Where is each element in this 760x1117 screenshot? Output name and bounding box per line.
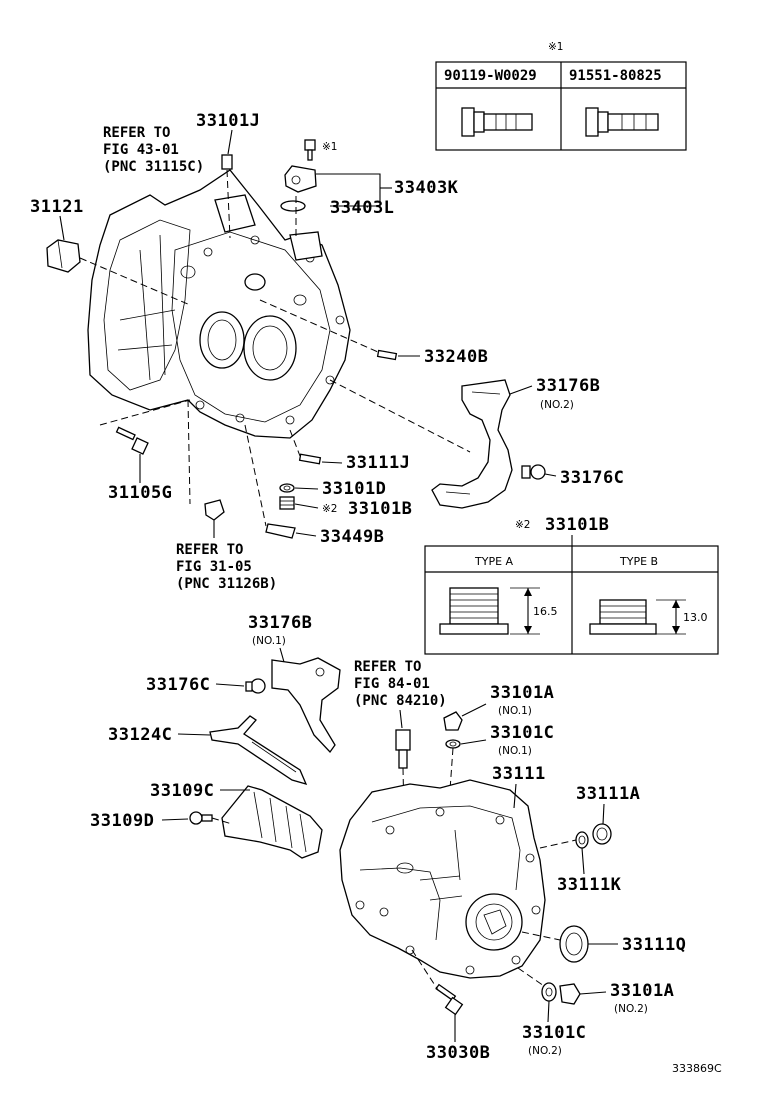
label-33101c-top: 33101C: [490, 723, 554, 743]
label-33101c-bot-sub: (NO.2): [528, 1045, 562, 1057]
label-33111j: 33111J: [346, 453, 410, 473]
drain-plug-table: ※2 33101B TYPE A TYPE B 16.5: [424, 515, 719, 655]
ref1-line1: REFER TO: [103, 125, 170, 141]
label-33030b: 33030B: [426, 1043, 490, 1063]
part-31121-icon: [46, 239, 191, 306]
label-33109c: 33109C: [150, 781, 214, 801]
label-33176b-mid-sub: (NO.1): [252, 635, 286, 647]
label-33109d: 33109D: [90, 811, 154, 831]
label-33101j: 33101J: [196, 111, 260, 131]
plug-type-a-icon: 16.5: [439, 587, 558, 635]
bracket-33176b-no2-icon: [329, 379, 513, 509]
label-33101d: 33101D: [322, 479, 386, 499]
reference-2: REFER TO FIG 31-05 (PNC 31126B): [176, 399, 277, 592]
type-a-label: TYPE A: [474, 555, 514, 568]
ref2-line2: FIG 31-05: [176, 559, 252, 575]
ref3-line1: REFER TO: [354, 659, 421, 675]
label-31121: 31121: [30, 197, 84, 217]
sensor-cover-icon: ※1: [280, 139, 337, 240]
bolt-table-col2: 91551-80825: [569, 68, 662, 84]
label-33449b: 33449B: [320, 527, 384, 547]
label-33111k: 33111K: [557, 875, 622, 895]
ref2-line1: REFER TO: [176, 542, 243, 558]
bolt-2-icon: [585, 107, 659, 137]
bolt-table: ※1 90119-W0029 91551-80825: [435, 41, 687, 151]
label-33101c-top-sub: (NO.1): [498, 745, 532, 757]
cover-33109c-icon: [221, 785, 323, 859]
label-33101a-bot-sub: (NO.2): [614, 1003, 648, 1015]
label-33101c-bot: 33101C: [522, 1023, 586, 1043]
plug-33101j-icon: [221, 154, 233, 239]
label-33176b-top-sub: (NO.2): [540, 399, 574, 411]
label-33176c-mid: 33176C: [146, 675, 210, 695]
pin-33111j-icon: [289, 429, 322, 465]
bolt-31105g-icon: [99, 399, 191, 455]
type-b-dimension: 13.0: [683, 611, 708, 624]
plug-33101a-top-icon: [443, 711, 463, 731]
reference-1: REFER TO FIG 43-01 (PNC 31115C): [103, 125, 204, 175]
oil-seal-33111q-icon: [521, 925, 589, 963]
bolt-33030b-icon: [411, 949, 464, 1016]
plug-33101d-icon: [279, 483, 295, 510]
drain-plug-mark: ※2: [515, 519, 530, 531]
plate-33449b-icon: [244, 424, 296, 539]
label-33101b: 33101B: [348, 499, 412, 519]
bolt-1-icon: [461, 107, 533, 137]
gasket-33101c-bot-icon: [517, 967, 557, 1002]
plug-33101a-bot-icon: [559, 983, 581, 1005]
drain-plug-table-title: 33101B: [545, 515, 609, 535]
label-33403l: 33403L: [330, 198, 394, 218]
bolt-table-col1: 90119-W0029: [444, 68, 537, 84]
seal-33111a-icon: [539, 823, 612, 849]
label-33176c-top: 33176C: [560, 468, 624, 488]
clutch-housing-drawing: [87, 169, 351, 439]
ref1-line2: FIG 43-01: [103, 142, 179, 158]
label-33101a-top: 33101A: [490, 683, 554, 703]
bolt-table-mark: ※1: [548, 41, 563, 53]
label-33124c: 33124C: [108, 725, 172, 745]
label-33111a: 33111A: [576, 784, 640, 804]
ref2-line3: (PNC 31126B): [176, 576, 277, 592]
gasket-33101c-top-icon: [445, 739, 461, 791]
label-33111q: 33111Q: [622, 935, 686, 955]
reference-3: REFER TO FIG 84-01 (PNC 84210): [354, 659, 447, 729]
label-33176b-mid: 33176B: [248, 613, 312, 633]
ref3-line2: FIG 84-01: [354, 676, 430, 692]
label-33111: 33111: [492, 764, 546, 784]
figure-code: 333869C: [672, 1062, 722, 1075]
plug-type-b-icon: 13.0: [589, 599, 708, 635]
label-33176b-top: 33176B: [536, 376, 600, 396]
pin-33240b-icon: [259, 299, 398, 361]
bolt-mark-1: ※1: [322, 141, 337, 153]
label-33101a-bot: 33101A: [610, 981, 674, 1001]
bolt-33176c-mid-icon: [245, 678, 266, 694]
bolt-33109d-icon: [189, 811, 233, 825]
bolt-33176c-top-icon: [521, 464, 546, 480]
type-b-label: TYPE B: [619, 555, 658, 568]
type-a-dimension: 16.5: [533, 605, 558, 618]
label-33403k: 33403K: [394, 178, 459, 198]
ref3-line3: (PNC 84210): [354, 693, 447, 709]
drain-plug-mark-inline: ※2: [322, 503, 337, 515]
label-33240b: 33240B: [424, 347, 488, 367]
label-31105g: 31105G: [108, 483, 172, 503]
label-33101a-top-sub: (NO.1): [498, 705, 532, 717]
bracket-33176b-no1-icon: [271, 657, 341, 754]
transaxle-case-drawing: [339, 779, 546, 979]
cover-33124c-icon: [209, 715, 308, 786]
ref1-line3: (PNC 31115C): [103, 159, 204, 175]
